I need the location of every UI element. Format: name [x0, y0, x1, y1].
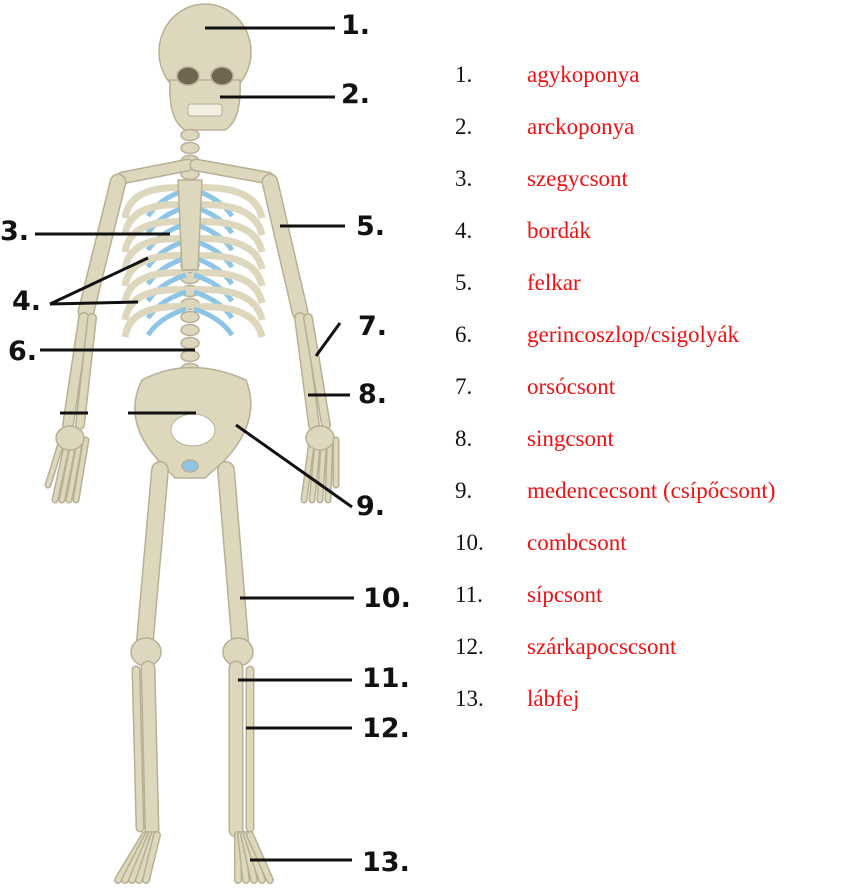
- callout-9: 9.: [356, 493, 385, 520]
- callout-5: 5.: [356, 213, 385, 240]
- left-humerus: [86, 182, 118, 312]
- callout-12: 12.: [362, 715, 410, 742]
- vertebra: [181, 312, 199, 323]
- legend-label: lábfej: [527, 686, 579, 712]
- leader-line: [50, 302, 138, 304]
- right-clavicle: [196, 165, 268, 178]
- left-femur: [145, 470, 160, 640]
- vertebra: [181, 351, 199, 362]
- skeleton-illustration: [0, 0, 430, 886]
- legend-number: 13.: [455, 686, 484, 712]
- vertebra: [181, 130, 199, 141]
- left-clavicle: [122, 165, 188, 178]
- left-eye-socket: [177, 67, 199, 85]
- legend-number: 4.: [455, 218, 472, 244]
- callout-4: 4.: [12, 288, 41, 315]
- legend-number: 5.: [455, 270, 472, 296]
- vertebra: [181, 143, 199, 154]
- legend-label: szegycsont: [527, 166, 628, 192]
- legend-label: arckoponya: [527, 114, 634, 140]
- right-eye-socket: [211, 67, 233, 85]
- legend-number: 1.: [455, 62, 472, 88]
- vertebra: [181, 338, 199, 349]
- right-wrist: [306, 426, 334, 450]
- legend-number: 6.: [455, 322, 472, 348]
- callout-8: 8.: [358, 381, 387, 408]
- teeth: [188, 104, 222, 116]
- legend-number: 11.: [455, 582, 483, 608]
- callout-2: 2.: [341, 81, 370, 108]
- legend-number: 12.: [455, 634, 484, 660]
- legend-number: 10.: [455, 530, 484, 556]
- left-tibia: [148, 668, 152, 830]
- vertebra: [181, 325, 199, 336]
- skeleton-figure: 1. 2. 3. 4. 5. 6. 7. 8. 9. 10. 11. 12. 1…: [0, 0, 430, 886]
- legend-label: orsócsont: [527, 374, 615, 400]
- legend-label: agykoponya: [527, 62, 639, 88]
- leader-line: [316, 323, 340, 356]
- right-humerus: [270, 182, 300, 312]
- legend-label: bordák: [527, 218, 591, 244]
- legend-label: szárkapocscsont: [527, 634, 676, 660]
- left-fibula: [136, 670, 140, 828]
- legend-label: sípcsont: [527, 582, 602, 608]
- legend-label: medencecsont (csípőcsont): [527, 478, 775, 504]
- sternum: [178, 180, 202, 270]
- callout-13: 13.: [362, 849, 410, 876]
- left-wrist: [56, 426, 84, 450]
- legend-label: singcsont: [527, 426, 614, 452]
- pelvic-opening: [171, 414, 215, 446]
- legend-number: 3.: [455, 166, 472, 192]
- callout-3: 3.: [0, 218, 29, 245]
- callout-1: 1.: [341, 12, 370, 39]
- callout-7: 7.: [358, 313, 387, 340]
- callout-10: 10.: [363, 585, 411, 612]
- coccyx: [182, 460, 198, 472]
- legend-number: 7.: [455, 374, 472, 400]
- callout-6: 6.: [8, 338, 37, 365]
- legend-number: 9.: [455, 478, 472, 504]
- bones: [48, 4, 336, 880]
- callout-11: 11.: [362, 665, 410, 692]
- legend-label: gerincoszlop/csigolyák: [527, 322, 739, 348]
- legend-number: 2.: [455, 114, 472, 140]
- right-femur: [226, 470, 240, 640]
- legend-label: felkar: [527, 270, 581, 296]
- legend-label: combcsont: [527, 530, 627, 556]
- legend-number: 8.: [455, 426, 472, 452]
